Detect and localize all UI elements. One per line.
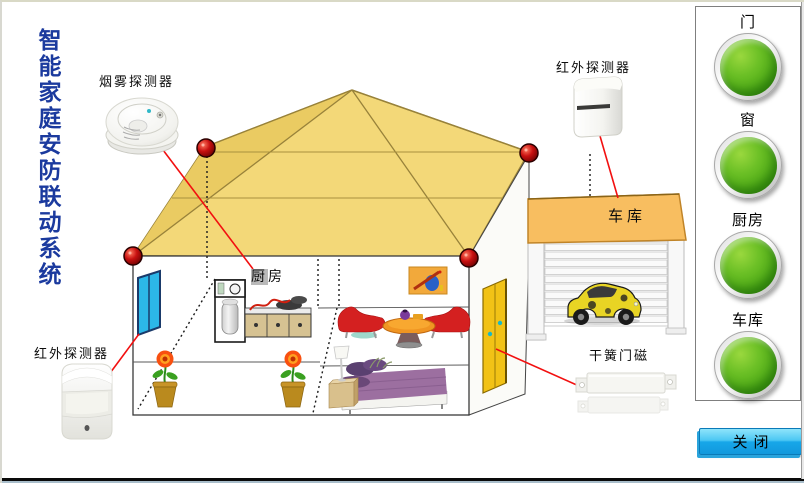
window-graphic	[137, 269, 161, 337]
status-label-kitchen: 厨房	[731, 211, 764, 229]
status-lamp-garage[interactable]	[714, 331, 782, 399]
door-magnet-label: 干簧门磁	[589, 349, 650, 364]
status-panel: 门 窗 厨房 车库	[695, 6, 801, 401]
car	[564, 282, 642, 325]
pir-sensor-top-graphic	[573, 76, 623, 138]
garage-roof	[527, 193, 687, 244]
bed	[328, 345, 448, 414]
status-label-door: 门	[739, 13, 756, 31]
status-lamp-window-core	[719, 136, 777, 194]
smoke-detector-label: 烟雾探测器	[99, 75, 175, 90]
flower-pot-left	[152, 350, 178, 408]
ir-detector-top-label: 红外探测器	[556, 61, 632, 76]
status-lamp-kitchen-core	[719, 236, 777, 294]
status-lamp-door[interactable]	[714, 33, 782, 101]
roof	[131, 89, 531, 258]
status-lamp-kitchen[interactable]	[714, 231, 782, 299]
interior-dotted-lines	[137, 154, 591, 414]
status-lamp-garage-core	[719, 336, 777, 394]
sensor-nodes	[123, 138, 539, 268]
right-edge-line	[801, 2, 802, 479]
status-label-garage: 车库	[731, 311, 764, 329]
pir-sensor-left-graphic	[61, 363, 113, 440]
side-door-graphic	[482, 278, 507, 394]
flower-pot-right	[280, 350, 306, 408]
close-button[interactable]: 关闭	[699, 428, 802, 455]
smoke-detector-graphic	[105, 97, 179, 155]
ir-detector-left-label: 红外探测器	[34, 347, 110, 362]
bottom-strip	[2, 481, 804, 483]
bottom-border	[2, 478, 804, 481]
kitchen-room-label: 厨房	[251, 269, 285, 285]
sofa-set	[337, 306, 471, 349]
status-lamp-window[interactable]	[714, 131, 782, 199]
status-label-window: 窗	[739, 111, 756, 129]
garage	[525, 193, 687, 341]
kitchen-furniture	[214, 279, 312, 343]
garage-room-label: 车库	[608, 207, 647, 225]
door-magnet-graphic	[575, 372, 677, 414]
wall-painting	[408, 266, 448, 295]
right-edge-outer	[802, 2, 804, 479]
status-lamp-door-core	[719, 38, 777, 96]
page-title: 智能家庭安防联动系统	[35, 28, 61, 288]
